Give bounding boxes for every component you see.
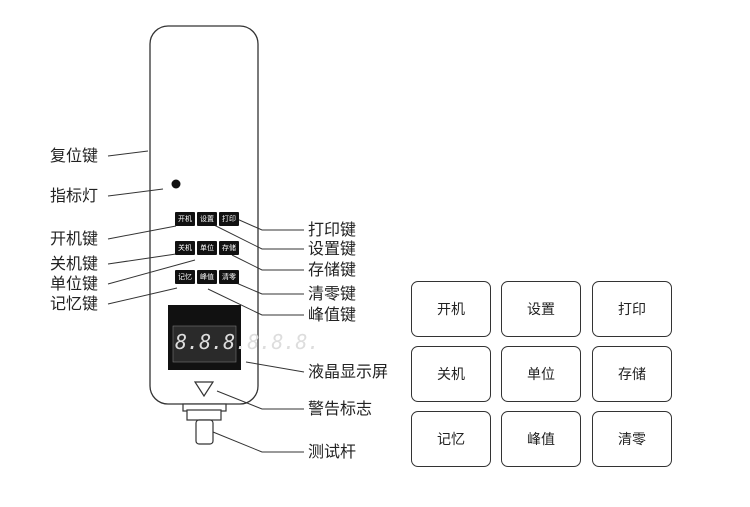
label-unit-key: 单位键	[50, 274, 99, 293]
label-zero-key: 清零键	[308, 284, 357, 303]
warning-triangle-icon	[193, 381, 215, 398]
probe-base	[186, 409, 222, 421]
device-key-unit[interactable]: 单位	[197, 241, 217, 255]
label-reset-key: 复位键	[50, 146, 99, 165]
indicator-light	[171, 179, 181, 189]
label-memory-key: 记忆键	[50, 294, 99, 313]
device-key-settings[interactable]: 设置	[197, 212, 217, 226]
device-key-memory[interactable]: 记忆	[175, 270, 195, 284]
label-settings-key: 设置键	[308, 239, 357, 258]
keypad-settings-button[interactable]: 设置	[501, 281, 581, 337]
label-power-off-key: 关机键	[50, 254, 99, 273]
label-store-key: 存储键	[308, 260, 357, 279]
keypad-power-on-button[interactable]: 开机	[411, 281, 491, 337]
keypad-store-button[interactable]: 存储	[592, 346, 672, 402]
label-warning-sign: 警告标志	[308, 399, 373, 418]
keypad-zero-button[interactable]: 清零	[592, 411, 672, 467]
label-print-key: 打印键	[308, 220, 357, 239]
left-leader-lines	[107, 150, 196, 305]
lcd-digits: 8.8.8.8.8.8.	[175, 330, 320, 354]
keypad-memory-button[interactable]: 记忆	[411, 411, 491, 467]
label-peak-key: 峰值键	[308, 305, 357, 324]
keypad-power-off-button[interactable]: 关机	[411, 346, 491, 402]
keypad-print-button[interactable]: 打印	[592, 281, 672, 337]
label-indicator-light: 指标灯	[50, 186, 99, 205]
label-probe-rod: 测试杆	[308, 442, 357, 461]
probe-rod	[195, 419, 214, 445]
keypad-peak-button[interactable]: 峰值	[501, 411, 581, 467]
label-power-on-key: 开机键	[50, 229, 99, 248]
device-key-print[interactable]: 打印	[219, 212, 239, 226]
lcd-window	[172, 325, 237, 363]
device-key-store[interactable]: 存储	[219, 241, 239, 255]
device-key-peak[interactable]: 峰值	[197, 270, 217, 284]
label-lcd-screen: 液晶显示屏	[308, 362, 389, 381]
device-key-power-off[interactable]: 关机	[175, 241, 195, 255]
keypad-unit-button[interactable]: 单位	[501, 346, 581, 402]
right-leader-lines	[207, 214, 305, 453]
device-key-power-on[interactable]: 开机	[175, 212, 195, 226]
device-key-zero[interactable]: 清零	[219, 270, 239, 284]
